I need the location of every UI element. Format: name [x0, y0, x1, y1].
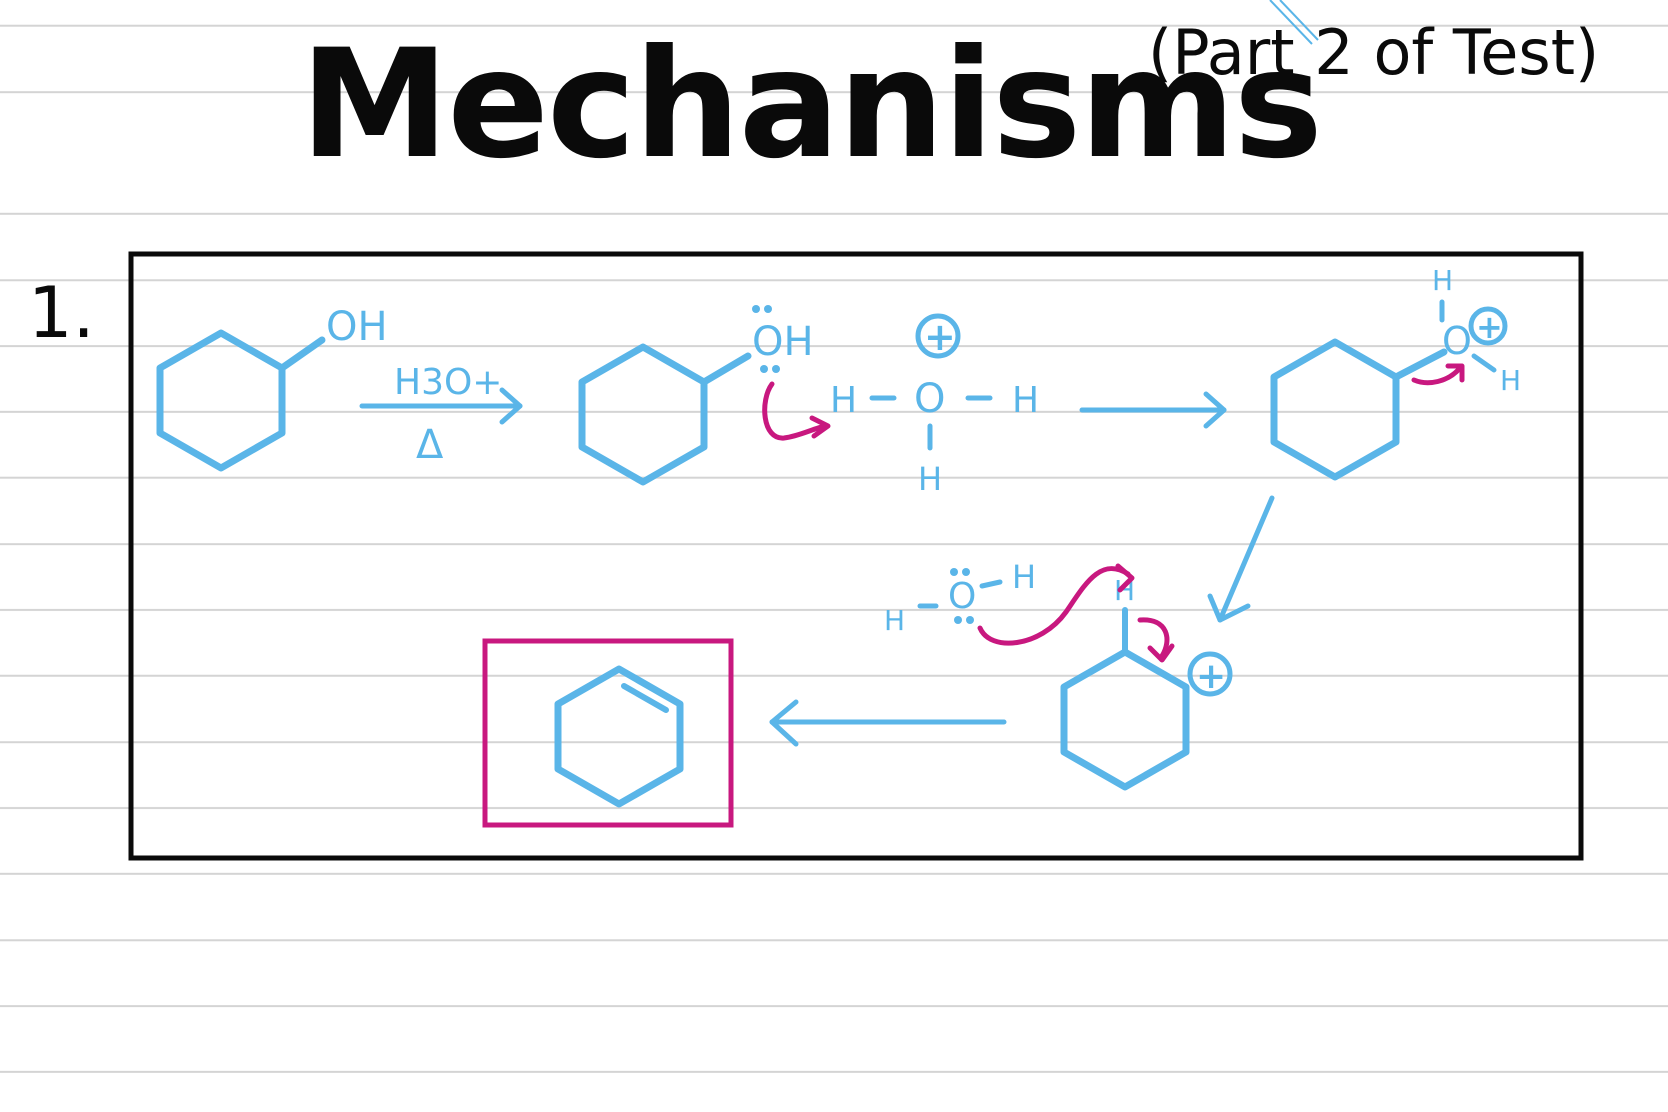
- cyclohexanol: OH: [156, 304, 388, 472]
- positive-charge-1: +: [924, 315, 956, 359]
- curved-arrow-elimination: [1137, 617, 1170, 659]
- water-h-left: H: [884, 604, 905, 637]
- carbocation-intermediate: H + H O H: [884, 558, 1233, 791]
- water-bond-right: [979, 579, 1003, 589]
- hydroxyl-label-1: OH: [326, 304, 388, 350]
- curved-arrowhead-deprotonation: [1115, 563, 1135, 593]
- positive-charge-circle-3: [1187, 651, 1233, 697]
- c-o-bond-1: [278, 336, 326, 372]
- arrowhead-1: [499, 387, 523, 425]
- question-box: [128, 251, 1584, 861]
- cyclohexane-ring-2: [578, 343, 708, 486]
- cyclohexene-ring: [554, 665, 684, 808]
- positive-charge-circle-2: [1468, 306, 1508, 346]
- hydronium-h-left: H: [830, 380, 857, 421]
- oxonium-h-right: H: [1500, 364, 1521, 397]
- page-subtitle: (Part 2 of Test): [1148, 16, 1600, 89]
- water-h-right: H: [1012, 558, 1036, 596]
- lone-pair-dots-4: [950, 568, 974, 624]
- hydronium-o: O: [914, 376, 945, 422]
- curved-arrow-leaving: [1411, 365, 1463, 386]
- curved-arrowhead-leaving: [1445, 363, 1465, 383]
- positive-charge-2: +: [1476, 308, 1503, 346]
- water-o: O: [948, 576, 976, 617]
- hydronium-h-bottom: H: [918, 460, 942, 498]
- oxonium-bond-right: [1471, 353, 1497, 373]
- oxonium-h-top: H: [1432, 264, 1453, 297]
- reaction-arrow-3: [1207, 495, 1275, 623]
- product-highlight-box: [482, 638, 734, 828]
- page-title: Mechanisms: [300, 18, 1323, 192]
- stray-pen-marks: [1269, 0, 1319, 45]
- reaction-arrow-4: [769, 699, 1007, 747]
- c-o-bond-2: [700, 352, 752, 386]
- hydroxyl-label-2: OH: [752, 319, 814, 365]
- curved-arrow-deprotonation: [977, 566, 1131, 646]
- hydronium-h-right: H: [1012, 380, 1039, 421]
- oxonium-intermediate: O H H +: [1270, 264, 1521, 481]
- question-number: 1.: [28, 272, 95, 354]
- positive-charge-circle-1: [915, 313, 961, 359]
- reagent-label: H3O+: [394, 362, 502, 403]
- reagent-arrow: H3O+ Δ: [359, 362, 523, 468]
- cyclohexane-ring-4: [1060, 648, 1190, 791]
- double-bond-line: [621, 683, 669, 713]
- curved-arrowhead-elimination: [1147, 643, 1175, 663]
- c-o-bond-3: [1392, 348, 1448, 381]
- lone-pair-dots-2: [752, 305, 780, 373]
- cyclohexane-ring-1: [156, 329, 286, 472]
- reaction-arrow-2: [1079, 391, 1227, 429]
- curved-arrowhead-attack: [809, 415, 831, 439]
- cyclohexene-product: [482, 638, 734, 828]
- heat-label: Δ: [416, 422, 444, 468]
- cyclohexanol-protonation: OH H O H H +: [578, 305, 1039, 498]
- cyclohexane-ring-3: [1270, 338, 1400, 481]
- curved-arrow-attack: [762, 381, 829, 441]
- positive-charge-3: +: [1196, 656, 1226, 697]
- oxonium-o: O: [1442, 319, 1472, 363]
